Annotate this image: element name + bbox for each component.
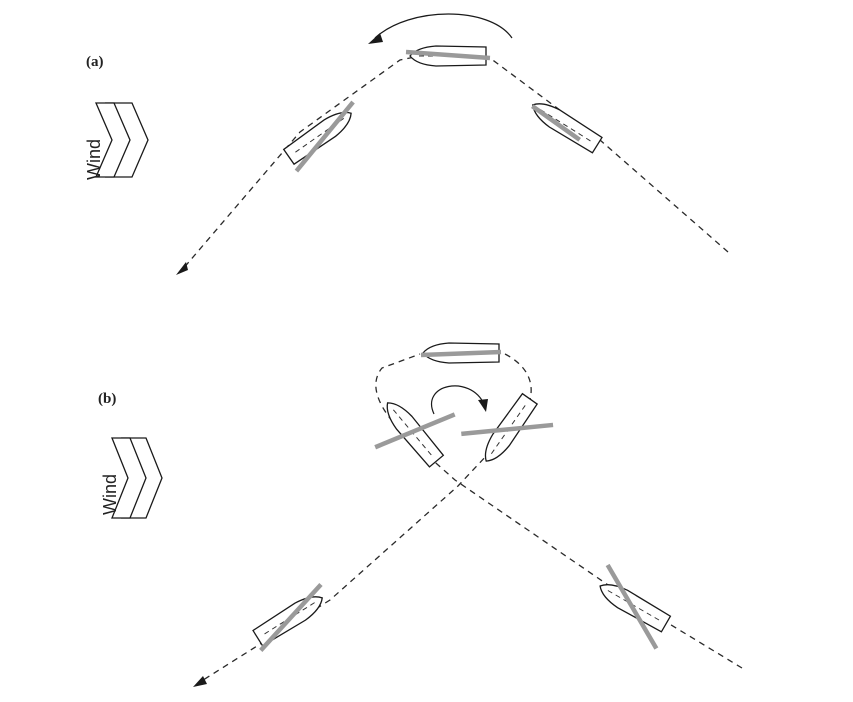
- wind-arrow-b: Wind: [100, 437, 163, 519]
- wind-arrow-a: Wind: [84, 102, 149, 180]
- boat-b-start: [594, 563, 672, 650]
- boat-b-upwind-left: [374, 395, 456, 469]
- wind-label-b: Wind: [100, 474, 120, 515]
- sail: [259, 582, 323, 652]
- sail: [420, 349, 502, 358]
- boat-b-top: [420, 342, 502, 364]
- panel-b-label: (b): [98, 391, 116, 407]
- sail: [531, 104, 581, 142]
- track-a-arrowhead: [176, 262, 188, 275]
- sail: [605, 563, 659, 650]
- boat-b-upwind-right: [461, 392, 554, 468]
- sail: [405, 49, 491, 61]
- panel-a-label: (a): [86, 54, 104, 70]
- boat-a-tack: [405, 45, 491, 67]
- sail: [294, 100, 355, 173]
- rotation-arc-a: [374, 13, 513, 39]
- rotation-arc-b-arrowhead: [478, 399, 488, 412]
- sail: [461, 422, 554, 437]
- sail: [374, 412, 456, 450]
- boat-a-start: [526, 95, 604, 155]
- track-b-arrowhead: [193, 676, 207, 687]
- panel-a: (a) Wind: [84, 13, 729, 275]
- boat-a-exit: [282, 100, 358, 173]
- rotation-arc-a-arrowhead: [368, 33, 383, 44]
- boat-b-exit: [251, 582, 329, 652]
- wind-label-a: Wind: [84, 139, 104, 180]
- panel-b: (b) Wind: [98, 342, 743, 687]
- rotation-arc-b: [431, 385, 485, 415]
- track-a: [181, 51, 729, 271]
